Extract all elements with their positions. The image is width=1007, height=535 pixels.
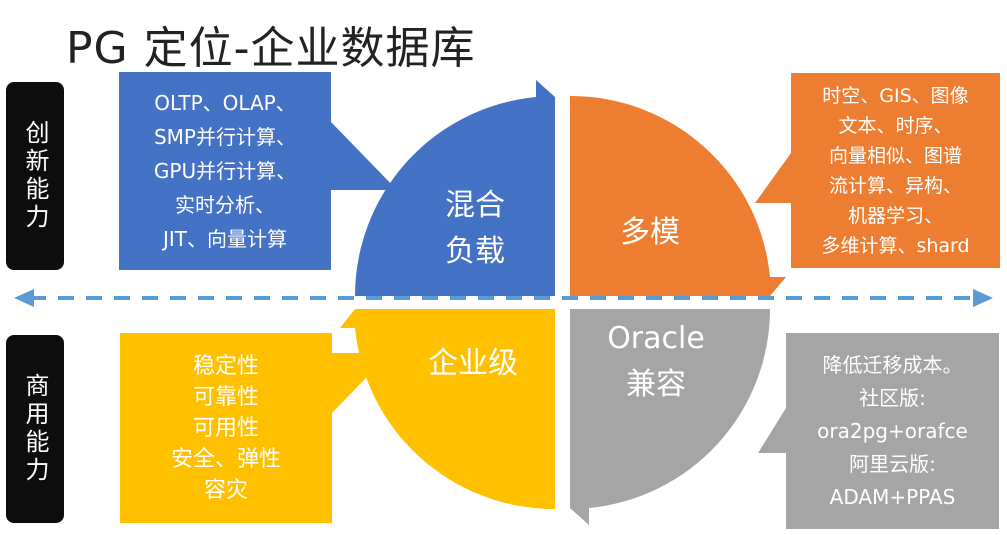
callout-multimodel: 时空、GIS、图像 文本、时序、 向量相似、图谱 流计算、异构、 机器学习、 多… <box>755 73 1000 268</box>
quadrant-label-enterprise: 企业级 <box>413 341 533 387</box>
quadrant-label-oracle-compatible: Oracle 兼容 <box>596 316 716 408</box>
quadrant-top-right <box>570 95 786 296</box>
quadrant-label-multimodel: 多模 <box>600 210 700 256</box>
callout-line: JIT、向量计算 <box>162 227 287 251</box>
quadrant-bottom-left <box>340 309 555 510</box>
callout-shape <box>119 72 397 270</box>
axis-arrow-left <box>14 289 34 307</box>
quadrant-label-line: 企业级 <box>428 346 518 381</box>
innovation-capability-text: 创新能力 <box>21 120 49 232</box>
quadrant-label-line: Oracle <box>607 321 705 356</box>
callout-line: 时空、GIS、图像 <box>822 84 969 107</box>
callout-hybrid-workload: OLTP、OLAP、 SMP并行计算、 GPU并行计算、 实时分析、 JIT、向… <box>119 72 399 270</box>
callout-line: 安全、弹性 <box>170 446 281 472</box>
callout-line: 降低迁移成本。 <box>822 352 963 377</box>
callout-line: 向量相似、图谱 <box>828 144 962 167</box>
callout-line: 社区版: <box>859 385 926 410</box>
callout-oracle-compatible: 降低迁移成本。 社区版: ora2pg+orafce 阿里云版: ADAM+PP… <box>758 333 999 529</box>
quadrant-label-hybrid-workload: 混合 负载 <box>425 183 525 275</box>
quadrant-top-left <box>355 80 555 296</box>
quadrant-label-line: 混合 <box>445 188 505 223</box>
callout-line: 阿里云版: <box>849 451 936 476</box>
callout-shape <box>758 333 999 529</box>
innovation-capability-label: 创新能力 <box>6 82 64 270</box>
callout-enterprise: 稳定性 可靠性 可用性 安全、弹性 容灾 <box>120 333 400 523</box>
callout-line: 容灾 <box>203 477 248 503</box>
commercial-capability-text: 商用能力 <box>21 373 49 485</box>
quadrant-bottom-right <box>570 309 770 525</box>
axis-arrow-right <box>973 289 993 307</box>
callout-line: SMP并行计算、 <box>153 125 296 149</box>
callout-line: GPU并行计算、 <box>153 159 297 183</box>
callout-line: 稳定性 <box>192 353 259 379</box>
callout-shape <box>120 333 390 523</box>
callout-line: 多维计算、shard <box>821 234 970 257</box>
callout-line: ADAM+PPAS <box>829 484 956 509</box>
commercial-capability-label: 商用能力 <box>6 335 64 523</box>
callout-line: ora2pg+orafce <box>817 418 968 443</box>
callout-shape <box>755 73 1000 268</box>
callout-line: 可靠性 <box>192 384 259 410</box>
quadrant-label-line: 多模 <box>620 215 680 250</box>
page-title: PG 定位-企业数据库 <box>66 23 476 74</box>
callout-line: 流计算、异构、 <box>828 174 962 197</box>
callout-line: 可用性 <box>192 415 259 441</box>
callout-line: 实时分析、 <box>175 193 275 217</box>
callout-line: 文本、时序、 <box>838 114 953 137</box>
quadrant-label-line: 兼容 <box>626 367 686 402</box>
callout-line: OLTP、OLAP、 <box>154 91 296 115</box>
callout-line: 机器学习、 <box>847 204 943 227</box>
quadrant-label-line: 负载 <box>445 234 505 269</box>
